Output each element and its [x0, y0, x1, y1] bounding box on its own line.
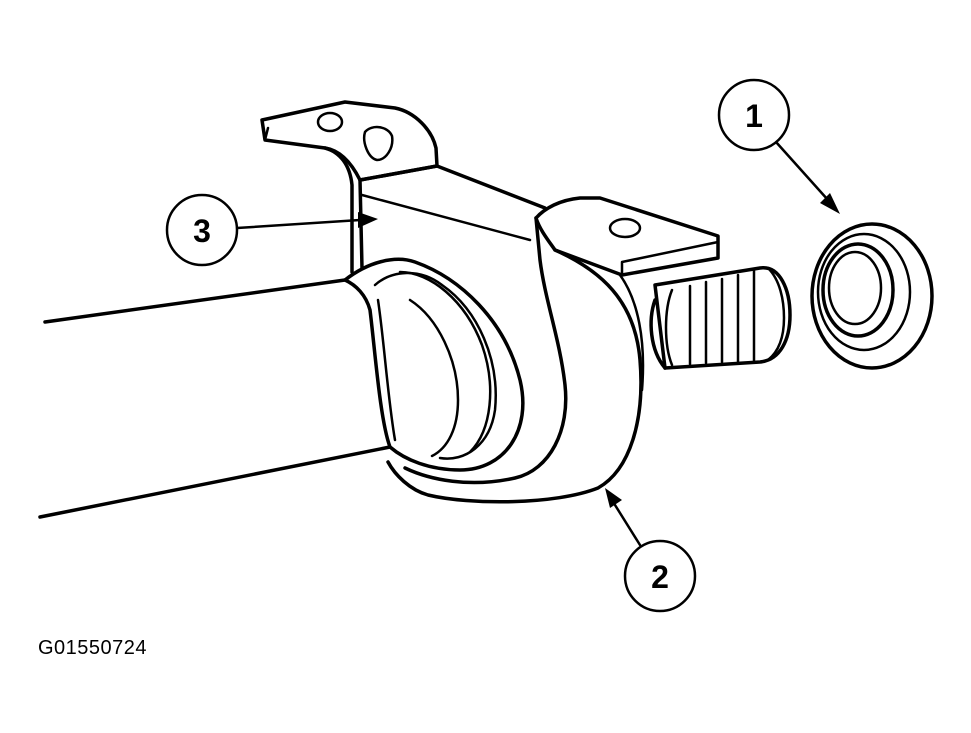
callout-3-label: 3 — [193, 213, 211, 249]
callout-2-label: 2 — [651, 559, 669, 595]
callout-3: 3 — [165, 193, 239, 267]
driveshaft-tube — [38, 278, 392, 519]
callout-1: 1 — [717, 78, 791, 152]
leader-line-1 — [774, 140, 840, 214]
bearing-cushion — [343, 257, 525, 472]
callout-1-label: 1 — [745, 98, 763, 134]
bearing-bracket — [260, 100, 720, 504]
dust-cap — [810, 222, 934, 370]
leader-line-3 — [235, 212, 378, 230]
splined-stub-shaft — [649, 266, 792, 370]
figure-id: G01550724 — [38, 637, 148, 659]
leader-line-2 — [605, 488, 642, 547]
callout-2: 2 — [623, 539, 697, 613]
